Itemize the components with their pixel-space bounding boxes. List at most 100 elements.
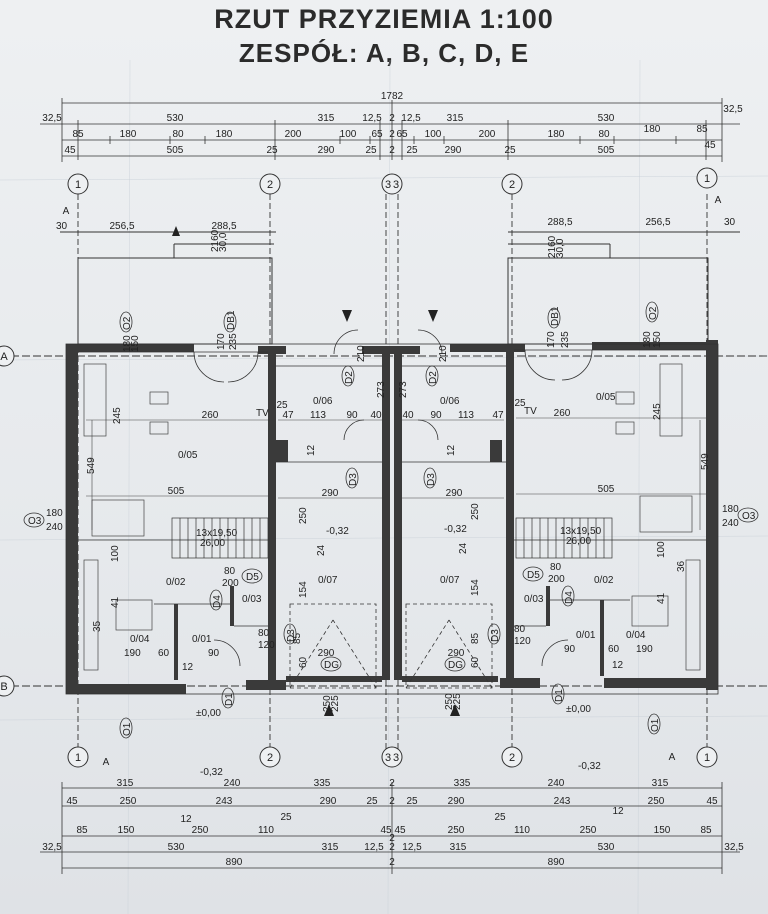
- dim-label: 256,5: [645, 217, 670, 228]
- dim-label: 25: [494, 812, 506, 823]
- dim-label: 315: [318, 113, 335, 124]
- top-dim-row3: 45 505 25 290 25 2 25 290 25 505 45: [64, 140, 716, 156]
- dim-label: 290: [320, 796, 337, 807]
- dim-label: 256,5: [109, 221, 134, 232]
- room-wc: 0/03: [242, 594, 262, 605]
- dim-label: 180: [642, 331, 653, 348]
- level-minus: -0,32: [578, 761, 601, 772]
- dim-label: 273: [398, 381, 409, 398]
- bottom-dim-row2: 45 250 243 290 25 2 25 290 243 250 45: [66, 796, 718, 807]
- dim-label: 100: [110, 545, 121, 562]
- door-tag: D4: [212, 595, 223, 608]
- axis-label: 1: [704, 752, 710, 764]
- dim-label: 85: [76, 825, 88, 836]
- dim-label: 290: [446, 488, 463, 499]
- dim-label: 30,0: [555, 238, 566, 258]
- dim-label: 90: [564, 644, 576, 655]
- dim-label: 180: [46, 508, 63, 519]
- dim-label: 505: [168, 486, 185, 497]
- dim-label: 260: [202, 410, 219, 421]
- dim-label: 315: [117, 778, 134, 789]
- dim-label: 225: [330, 695, 341, 712]
- dim-label: 60: [608, 644, 620, 655]
- door-tag: DG: [448, 660, 463, 671]
- dim-overall: 1782: [381, 91, 404, 102]
- dim-label: 250: [192, 825, 209, 836]
- top-dim-row1: 32,5 530 315 12,5 2 12,5 315 530 32,5: [42, 104, 743, 124]
- dim-label: 2160: [210, 229, 221, 252]
- door-tag: D1: [224, 693, 235, 706]
- door-tag: D5: [527, 570, 540, 581]
- stair-tread: 26,00: [566, 536, 591, 547]
- dim-label: 25: [366, 796, 378, 807]
- room-wc: 0/03: [524, 594, 544, 605]
- bottom-dim-row1: 315 240 335 2 335 240 315: [117, 778, 669, 789]
- dim-label: 80: [550, 562, 562, 573]
- room-pantry: 0/04: [130, 634, 150, 645]
- door-tag: D2: [428, 371, 439, 384]
- dim-label: 235: [560, 331, 571, 348]
- door-tag: D2: [344, 371, 355, 384]
- dim-label: 243: [554, 796, 571, 807]
- dim-label: 113: [458, 410, 474, 421]
- dim-label: 245: [652, 403, 663, 420]
- dim-label: 12,5: [364, 842, 384, 853]
- axis-label: 3: [385, 179, 391, 191]
- dim-label: 100: [656, 541, 667, 558]
- dim-label: 100: [340, 129, 357, 140]
- dim-label: 47: [492, 410, 504, 421]
- dim-label: 200: [285, 129, 302, 140]
- dim-label: 85: [292, 632, 303, 644]
- dim-label: 80: [258, 628, 270, 639]
- dim-label: 32,5: [724, 842, 744, 853]
- dim-label: 36: [676, 560, 687, 572]
- dim-label: 180: [120, 129, 137, 140]
- door-swings: [193, 329, 593, 667]
- door-tag: D4: [564, 591, 575, 604]
- dim-label: 243: [216, 796, 233, 807]
- axis-label: B: [0, 681, 7, 693]
- dim-label: 45: [64, 145, 76, 156]
- dim-label: 250: [580, 825, 597, 836]
- dim-label: 180: [548, 129, 565, 140]
- dim-label: 530: [168, 842, 185, 853]
- dim-label: 288,5: [547, 217, 572, 228]
- entry-arrows: [172, 226, 460, 716]
- dim-label: 110: [514, 825, 530, 836]
- dim-label: 250: [444, 693, 455, 710]
- door-tag: D1: [554, 689, 565, 702]
- dim-label: 24: [316, 544, 327, 556]
- section-marker: A: [103, 757, 110, 768]
- room-labels: 0/05 0/05 0/02 0/02 0/06 0/06 0/07 0/07 …: [130, 392, 646, 645]
- window-tag: O3: [742, 511, 756, 522]
- room-vestibule: 0/01: [576, 630, 596, 641]
- dim-label: 150: [130, 335, 141, 352]
- level-minus: -0,32: [200, 767, 223, 778]
- dim-label: 335: [454, 778, 471, 789]
- room-hall: 0/06: [440, 396, 460, 407]
- dim-label: 150: [118, 825, 135, 836]
- dim-label: 65: [396, 129, 408, 140]
- door-window-tags: DB1 DB1 O2 O2 O3 O3 O1 O1 D2 D2 D3 D3 D4…: [28, 306, 756, 736]
- dim-label: 530: [167, 113, 184, 124]
- dim-label: 30,0: [218, 232, 229, 252]
- dim-label: 25: [504, 145, 516, 156]
- dim-label: 210: [438, 345, 449, 362]
- dim-label: 85: [696, 124, 708, 135]
- axis-label: 2: [267, 179, 273, 191]
- dim-label: 45: [380, 825, 392, 836]
- dim-label: 273: [376, 381, 387, 398]
- dim-label: 315: [447, 113, 464, 124]
- dim-label: 154: [470, 579, 481, 596]
- dim-label: 200: [222, 578, 239, 589]
- interior-dims: 260 260 505 505 290 290 113 113 90 90 40…: [46, 331, 739, 712]
- dim-label: 250: [322, 695, 333, 712]
- dim-label: 250: [448, 825, 465, 836]
- dim-label: 30: [724, 217, 736, 228]
- dim-label: 890: [226, 857, 243, 868]
- dim-label: 85: [72, 129, 84, 140]
- door-tag: DB1: [226, 310, 237, 330]
- dim-label: 25: [406, 145, 418, 156]
- room-garage: 0/07: [318, 575, 338, 586]
